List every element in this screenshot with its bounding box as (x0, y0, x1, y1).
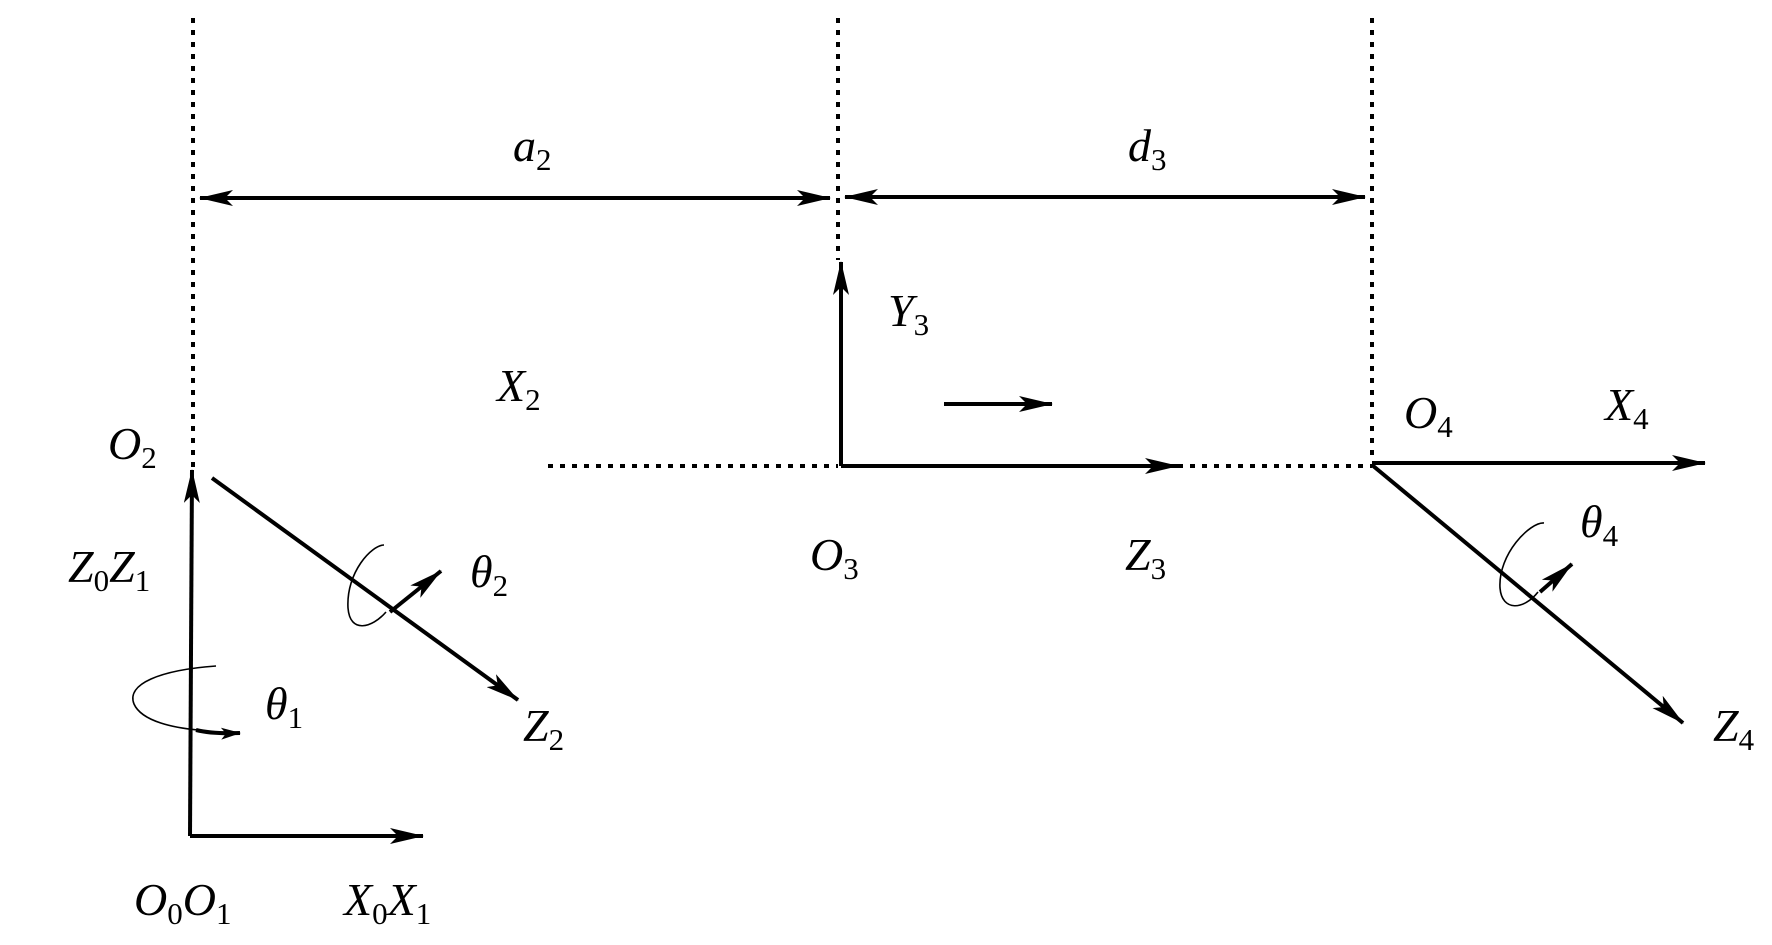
label-a2: a2 (513, 120, 552, 177)
label-x4: X4 (1603, 379, 1649, 436)
label-z0z1: Z0Z1 (68, 541, 150, 598)
axis-z2 (210, 476, 520, 702)
label-o2: O2 (108, 418, 157, 475)
label-d3: d3 (1128, 120, 1167, 177)
label-y3: Y3 (888, 285, 929, 342)
rotation-indicator-theta4 (1499, 522, 1574, 607)
label-x0x1: X0X1 (342, 874, 431, 931)
label-z3: Z3 (1125, 529, 1166, 586)
label-o0o1: O0O1 (134, 874, 231, 931)
axis-z0z1 (183, 469, 200, 837)
rotation-indicator-theta1 (132, 665, 241, 740)
label-theta1: θ1 (265, 678, 303, 735)
rotation-indicator-theta2 (347, 544, 443, 627)
label-theta2: θ2 (470, 546, 508, 603)
label-theta4: θ4 (1580, 496, 1619, 553)
label-o3: O3 (810, 529, 859, 586)
label-z2: Z2 (523, 700, 564, 757)
label-x2: X2 (495, 360, 541, 417)
label-z4: Z4 (1713, 700, 1755, 757)
axis-z4 (1370, 463, 1685, 725)
label-o4: O4 (1404, 387, 1453, 444)
